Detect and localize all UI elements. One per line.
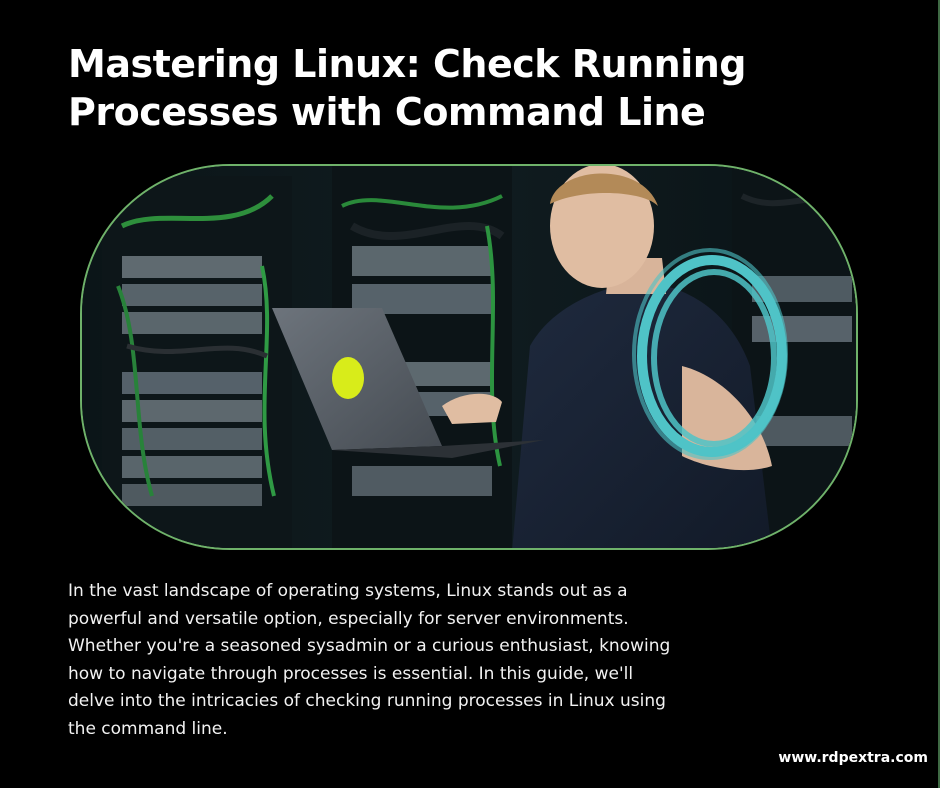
fiber-cable-coil <box>632 248 788 460</box>
edge-line <box>938 0 940 788</box>
laptop <box>272 308 544 458</box>
page-title: Mastering Linux: Check Running Processes… <box>68 42 746 134</box>
server-room-photo <box>80 164 858 550</box>
website-url: www.rdpextra.com <box>778 750 928 766</box>
intro-paragraph: In the vast landscape of operating syste… <box>68 581 671 739</box>
server-rack-left <box>102 176 292 548</box>
